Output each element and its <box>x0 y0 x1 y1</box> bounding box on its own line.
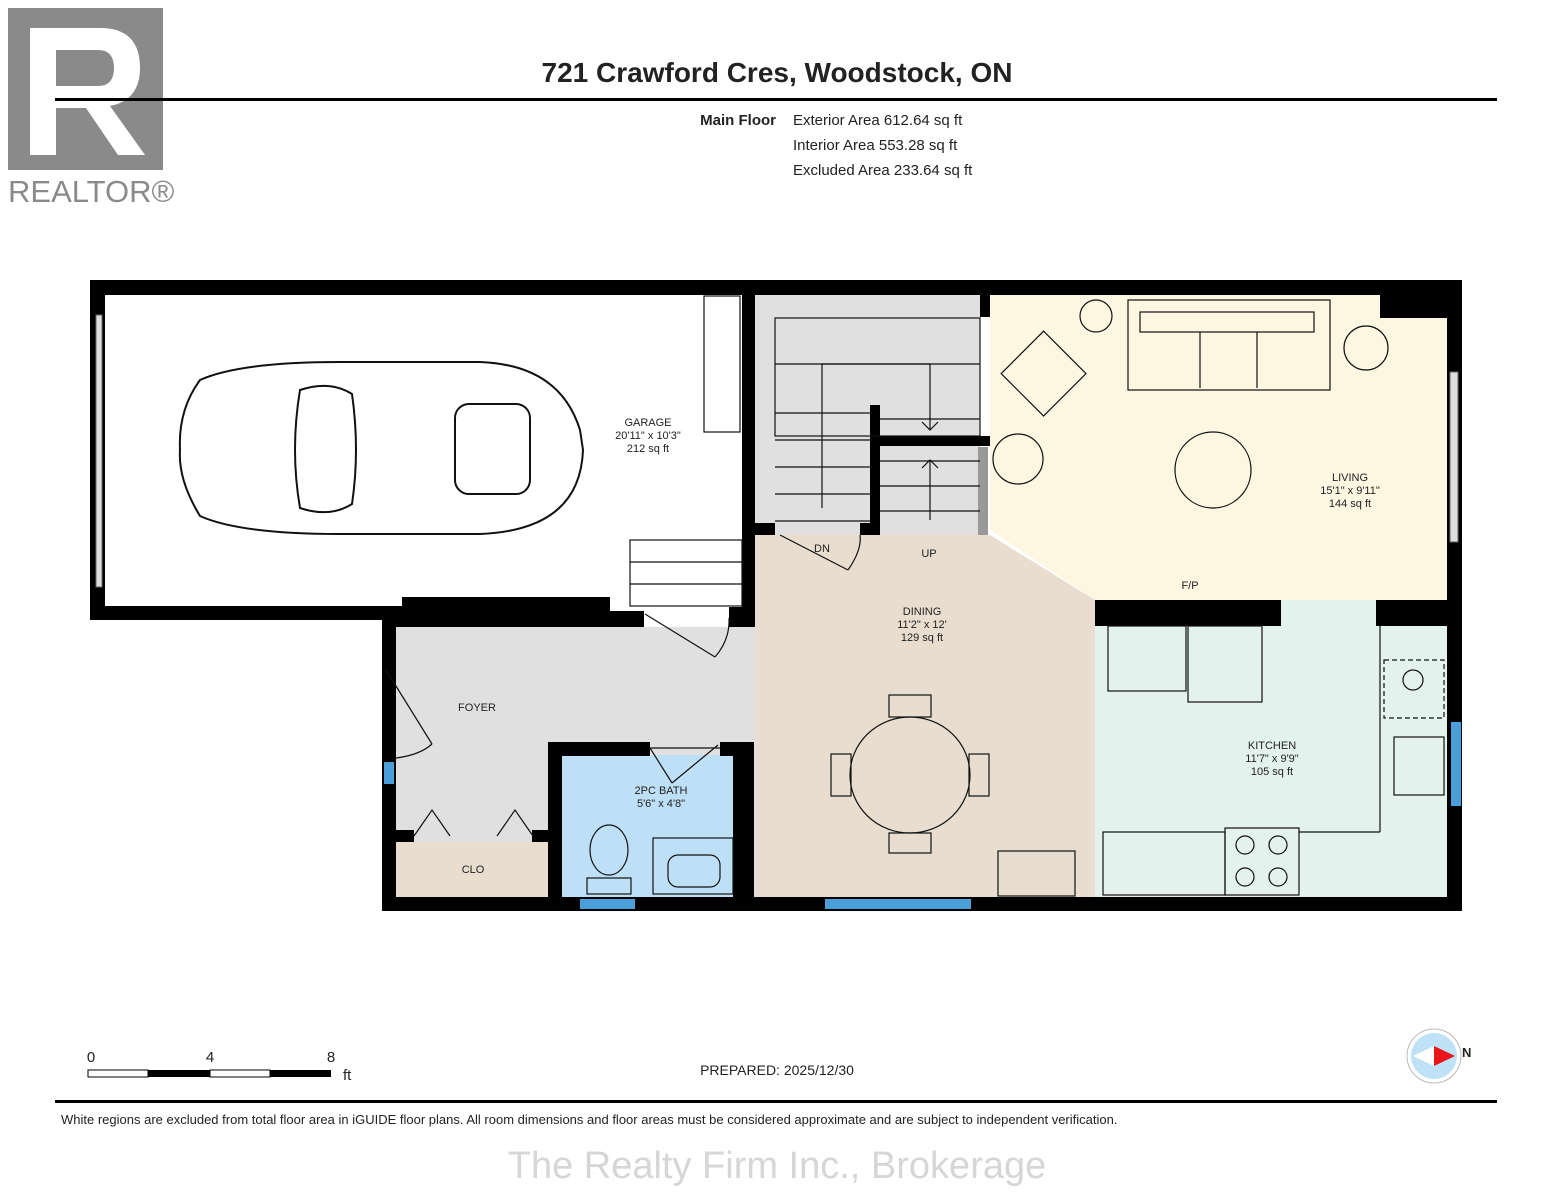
living-area <box>990 295 1447 600</box>
footer-divider <box>55 1100 1497 1103</box>
disclaimer: White regions are excluded from total fl… <box>61 1112 1117 1127</box>
fireplace-label: F/P <box>1181 580 1198 592</box>
stairs <box>629 295 981 607</box>
prepared-date: PREPARED: 2025/12/30 <box>700 1062 854 1078</box>
svg-text:5'6" x 4'8": 5'6" x 4'8" <box>637 798 685 810</box>
kitchen-area <box>1095 600 1447 897</box>
brokerage-watermark: The Realty Firm Inc., Brokerage <box>508 1145 1047 1187</box>
svg-text:2PC BATH: 2PC BATH <box>635 785 688 797</box>
svg-text:4: 4 <box>206 1049 214 1066</box>
room-fills <box>105 295 1447 897</box>
room-label-garage: GARAGE 20'11" x 10'3" 212 sq ft <box>615 417 681 455</box>
svg-text:144 sq ft: 144 sq ft <box>1329 498 1371 510</box>
stair-area <box>755 295 980 535</box>
svg-text:DINING: DINING <box>903 606 942 618</box>
svg-text:20'11" x 10'3": 20'11" x 10'3" <box>615 430 681 442</box>
svg-text:0: 0 <box>87 1049 95 1066</box>
svg-text:129 sq ft: 129 sq ft <box>901 632 943 644</box>
svg-text:15'1" x 9'11": 15'1" x 9'11" <box>1320 485 1380 497</box>
room-label-living: LIVING 15'1" x 9'11" 144 sq ft <box>1320 472 1380 510</box>
room-label-foyer: FOYER <box>458 702 496 714</box>
svg-text:KITCHEN: KITCHEN <box>1248 740 1296 752</box>
svg-text:8: 8 <box>327 1049 335 1066</box>
excluded-area: Excluded Area 233.64 sq ft <box>793 162 973 179</box>
svg-text:11'7" x 9'9": 11'7" x 9'9" <box>1245 753 1298 765</box>
svg-text:ft: ft <box>343 1067 352 1084</box>
scale-bar: 0 4 8 ft <box>87 1049 352 1084</box>
room-label-dining: DINING 11'2" x 12' 129 sq ft <box>897 606 947 644</box>
car-icon <box>178 361 585 535</box>
header-divider <box>55 98 1497 101</box>
stairs-up-label: UP <box>921 548 936 560</box>
page-title: 721 Crawford Cres, Woodstock, ON <box>542 57 1013 88</box>
interior-area: Interior Area 553.28 sq ft <box>793 137 958 154</box>
svg-text:GARAGE: GARAGE <box>624 417 671 429</box>
room-label-closet: CLO <box>462 864 485 876</box>
dining-area <box>755 535 1095 897</box>
svg-text:105 sq ft: 105 sq ft <box>1251 766 1293 778</box>
furniture <box>586 299 1445 897</box>
compass-icon: N <box>1406 1028 1471 1084</box>
svg-text:11'2" x 12': 11'2" x 12' <box>897 619 947 631</box>
doors <box>385 534 861 837</box>
stairs-down-label: DN <box>814 543 830 555</box>
realtor-logo-r-mark <box>30 28 145 155</box>
svg-text:LIVING: LIVING <box>1332 472 1368 484</box>
closet-area <box>396 842 550 897</box>
exterior-area: Exterior Area 612.64 sq ft <box>793 112 963 129</box>
realtor-logo: REALTOR® <box>8 8 175 209</box>
room-label-kitchen: KITCHEN 11'7" x 9'9" 105 sq ft <box>1245 740 1298 778</box>
bath-area <box>562 755 740 897</box>
realtor-logo-text: REALTOR® <box>8 174 175 209</box>
room-label-bath: 2PC BATH 5'6" x 4'8" <box>635 785 688 810</box>
floor-label: Main Floor <box>700 112 776 129</box>
windows <box>95 314 1461 909</box>
svg-text:N: N <box>1462 1045 1471 1060</box>
svg-text:212 sq ft: 212 sq ft <box>627 443 669 455</box>
